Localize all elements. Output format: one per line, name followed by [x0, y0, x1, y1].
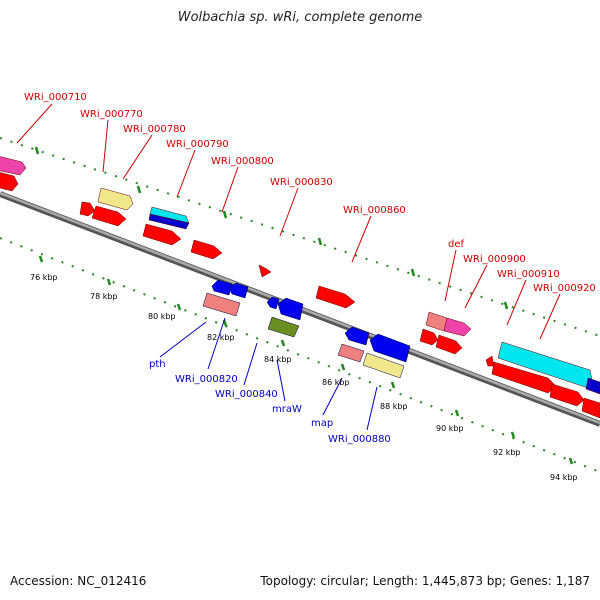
gene-feature: [202, 292, 241, 317]
gene-label: WRi_000830: [270, 177, 333, 188]
gene-feature: [142, 223, 182, 246]
gene-feature: [97, 187, 134, 211]
reverse-label-lines: [159, 317, 378, 431]
outer-major-ticks: [34, 146, 509, 310]
gene-feature: [425, 311, 448, 332]
gene-feature: [443, 317, 472, 337]
gene-feature: [190, 239, 223, 260]
kbp-label: 82 kbp: [207, 333, 235, 342]
accession-text: Accession: NC_012416: [10, 574, 147, 588]
gene-label: mraW: [272, 404, 302, 415]
forward-label-lines: [16, 103, 561, 340]
gene-label: WRi_000710: [24, 92, 87, 103]
gene-feature: [148, 213, 190, 230]
gene-feature: [0, 156, 27, 176]
gene-feature: [549, 383, 585, 407]
kbp-label: 92 kbp: [493, 448, 521, 457]
kbp-label: 88 kbp: [380, 402, 408, 411]
gene-label: WRi_000920: [533, 283, 596, 294]
gene-label: WRi_000910: [497, 269, 560, 280]
gene-feature: [585, 377, 600, 395]
gene-feature: [581, 397, 600, 419]
gene-feature: [267, 316, 300, 338]
kbp-label: 78 kbp: [90, 292, 118, 301]
gene-feature: [369, 333, 411, 363]
gene-feature: [228, 282, 249, 299]
gene-label: WRi_000880: [328, 434, 391, 445]
forward-genes: [0, 156, 600, 419]
gene-label: def: [448, 239, 465, 250]
gene-feature: [362, 352, 405, 379]
gene-label: map: [311, 418, 333, 429]
kbp-label: 86 kbp: [322, 378, 350, 387]
gene-feature: [419, 328, 439, 346]
gene-label: pth: [149, 359, 166, 370]
gene-label: WRi_000800: [211, 156, 274, 167]
gene-feature: [266, 296, 280, 310]
gene-feature: [315, 285, 356, 309]
genome-summary-text: Topology: circular; Length: 1,445,873 bp…: [260, 574, 590, 588]
gene-feature: [0, 172, 19, 192]
gene-feature: [485, 355, 495, 367]
kbp-label: 84 kbp: [264, 355, 292, 364]
kbp-label: 94 kbp: [550, 473, 578, 482]
gene-label: WRi_000860: [343, 205, 406, 216]
gene-feature: [435, 334, 463, 355]
forward-gene-labels: WRi_000710 WRi_000770 WRi_000780 WRi_000…: [24, 92, 596, 294]
gene-feature: [344, 326, 370, 346]
genome-title: Wolbachia sp. wRi, complete genome: [177, 10, 423, 25]
gene-label: WRi_000840: [215, 389, 278, 400]
gene-feature: [277, 297, 304, 321]
gene-feature: [258, 264, 272, 278]
gene-label: WRi_000770: [80, 109, 143, 120]
gene-feature: [91, 205, 127, 227]
kbp-labels: 76 kbp 78 kbp 80 kbp 82 kbp 84 kbp 86 kb…: [30, 273, 578, 482]
reverse-gene-labels: pth WRi_000820 WRi_000840 mraW map WRi_0…: [149, 359, 391, 445]
gene-label: WRi_000790: [166, 139, 229, 150]
gene-label: WRi_000780: [123, 124, 186, 135]
kbp-label: 80 kbp: [148, 312, 176, 321]
kbp-label: 76 kbp: [30, 273, 58, 282]
gene-label: WRi_000900: [463, 254, 526, 265]
gene-feature: [79, 201, 96, 217]
kbp-label: 90 kbp: [436, 424, 464, 433]
reverse-genes: [202, 279, 411, 379]
gene-label: WRi_000820: [175, 374, 238, 385]
gene-feature: [337, 343, 365, 363]
